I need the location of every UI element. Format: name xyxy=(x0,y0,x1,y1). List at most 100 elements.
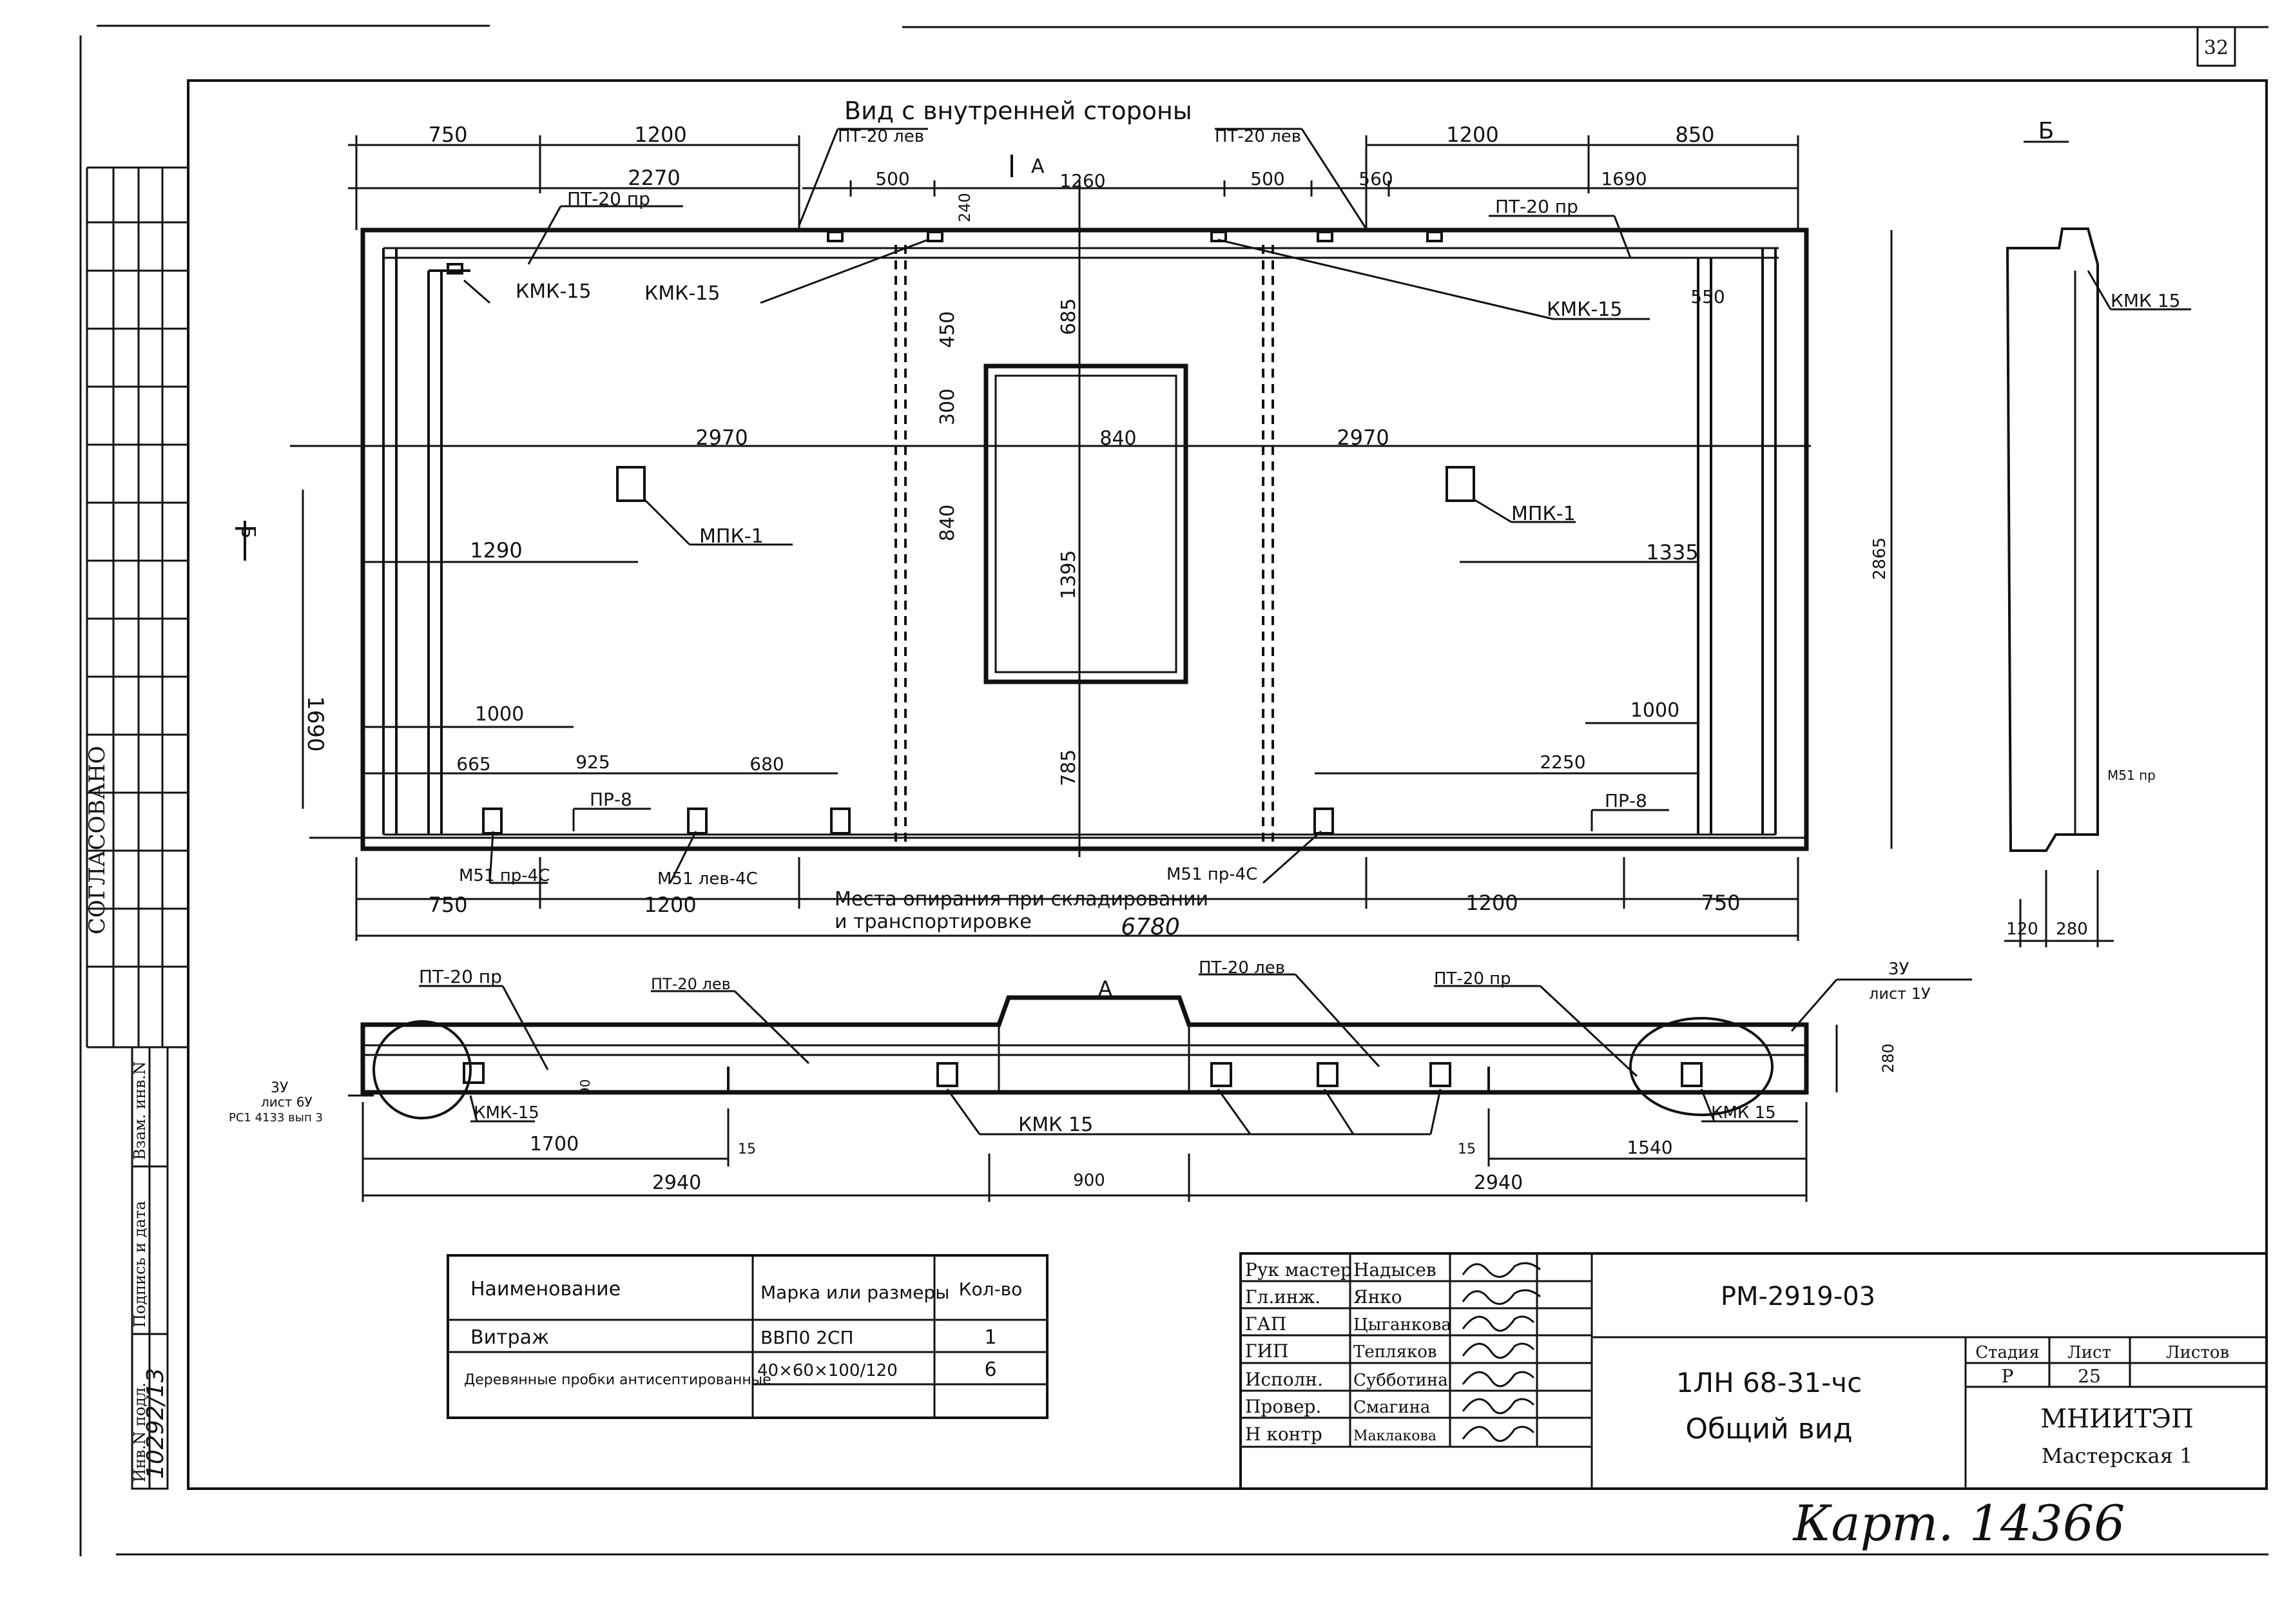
dim-240: 240 xyxy=(956,193,974,222)
dim-450: 450 xyxy=(936,311,959,348)
tb-panel: 1ЛН 68-31-чс xyxy=(1676,1367,1862,1398)
callout-pt20-lev-right: ПТ-20 лев xyxy=(1215,127,1301,146)
plan-detail-left-2: лист 6У xyxy=(261,1094,313,1110)
dim-785: 785 xyxy=(1058,749,1080,786)
top-dimension-lines xyxy=(348,135,1799,230)
plan-detail-left-3: РС1 4133 вып 3 xyxy=(229,1111,323,1125)
tb-sheet-title: Общий вид xyxy=(1685,1413,1852,1445)
plan-callout-kmk15-right: КМК 15 xyxy=(1711,1103,1776,1123)
bottom-dimension-lines xyxy=(355,857,1799,941)
spec-row-1-mark: ВВП0 2СП xyxy=(760,1327,854,1348)
plan-view xyxy=(348,973,1972,1202)
left-stamp xyxy=(86,166,188,1490)
dim-1260: 1260 xyxy=(1059,170,1105,191)
spec-row-2-mark: 40×60×100/120 xyxy=(757,1361,898,1380)
dim-2970-left: 2970 xyxy=(695,425,748,450)
dim-1290: 1290 xyxy=(470,538,522,563)
dim-685: 685 xyxy=(1058,298,1080,335)
dim-500-right: 500 xyxy=(1250,168,1284,189)
side-view-title: Б xyxy=(2038,118,2055,144)
spec-row-1-qty: 1 xyxy=(984,1326,996,1349)
title-block xyxy=(1239,1252,2268,1490)
tb-org: МНИИТЭП xyxy=(2040,1404,2194,1434)
spec-row-1-name: Витраж xyxy=(470,1326,549,1349)
plan-dim-900: 900 xyxy=(1073,1171,1105,1190)
callout-pt20-lev-left: ПТ-20 лев xyxy=(838,127,924,146)
stamp-label-sign: Подпись и дата xyxy=(131,1201,149,1328)
tb-sheet-no: 25 xyxy=(2078,1366,2101,1387)
plan-dim-1700: 1700 xyxy=(530,1133,579,1155)
plan-callout-kmk15-left: КМК-15 xyxy=(474,1103,539,1123)
dim-750-bottom-right: 750 xyxy=(1701,891,1740,915)
stamp-label-replace: Взам. инв.N xyxy=(131,1061,149,1160)
spec-header-qty: Кол-во xyxy=(959,1279,1023,1300)
dim-1335: 1335 xyxy=(1646,540,1698,565)
dim-2970-right: 2970 xyxy=(1337,425,1389,450)
dim-1000-left: 1000 xyxy=(475,703,524,726)
callout-pt20-pr-left: ПТ-20 пр xyxy=(567,188,650,209)
dim-300: 300 xyxy=(936,389,959,425)
callout-m51-pr-right: М51 пр-4С xyxy=(1166,865,1257,884)
tb-role-2: Гл.инж. xyxy=(1245,1286,1320,1308)
dim-2270: 2270 xyxy=(628,166,680,190)
tb-stage-header: Стадия xyxy=(1975,1343,2040,1362)
dim-665: 665 xyxy=(456,753,490,775)
support-note-1: Места опирания при складировании xyxy=(835,888,1208,911)
callout-pr8-left: ПР-8 xyxy=(590,789,632,810)
callout-kmk15-c: КМК-15 xyxy=(1547,298,1622,321)
tb-role-3: ГАП xyxy=(1245,1313,1286,1335)
dim-2865: 2865 xyxy=(1870,537,1890,580)
dim-2250: 2250 xyxy=(1540,751,1585,773)
tb-sheet-header: Лист xyxy=(2067,1343,2111,1362)
main-elevation xyxy=(290,180,1811,857)
tb-name-2: Янко xyxy=(1353,1286,1402,1308)
tb-role-1: Рук мастер xyxy=(1245,1259,1352,1281)
dim-1200-top-right: 1200 xyxy=(1446,122,1498,147)
dim-840-horizontal: 840 xyxy=(1099,427,1136,450)
plan-dim-90: 90 xyxy=(577,1079,593,1096)
signatures xyxy=(1462,1262,1541,1442)
inv-number: 10292/13 xyxy=(142,1368,169,1479)
archive-number: Карт. 14366 xyxy=(1792,1494,2125,1552)
dim-840-vertical: 840 xyxy=(936,505,959,541)
callout-kmk15-a: КМК-15 xyxy=(516,280,591,303)
side-view xyxy=(2004,140,2191,947)
main-view-title: Вид с внутренней стороны xyxy=(844,97,1192,125)
spec-row-2-name: Деревянные пробки антисептированные xyxy=(464,1372,771,1388)
tb-role-4: ГИП xyxy=(1245,1340,1288,1362)
dim-1200-bottom-left: 1200 xyxy=(644,893,696,917)
dim-750-top: 750 xyxy=(428,122,467,147)
spec-header-mark: Марка или размеры xyxy=(760,1282,949,1303)
callout-pr8-right: ПР-8 xyxy=(1605,790,1647,811)
dim-560: 560 xyxy=(1359,168,1393,189)
cut-mark-b-left: Б xyxy=(237,525,259,539)
dim-1200-top-left: 1200 xyxy=(634,122,686,147)
dim-680: 680 xyxy=(749,753,784,775)
tb-name-4: Тепляков xyxy=(1353,1342,1437,1362)
side-callout-kmk15: КМК 15 xyxy=(2111,290,2180,311)
dim-1690-top: 1690 xyxy=(1601,168,1647,189)
callout-mpk1-left: МПК-1 xyxy=(699,525,764,548)
tb-name-6: Смагина xyxy=(1353,1398,1430,1417)
dim-850-top: 850 xyxy=(1675,122,1714,147)
tb-name-3: Цыганкова xyxy=(1353,1315,1451,1335)
plan-callout-pt20-pr-right: ПТ-20 пр xyxy=(1434,969,1511,989)
cut-mark-a-top: А xyxy=(1031,155,1045,178)
plan-dim-2940-right: 2940 xyxy=(1474,1172,1523,1194)
plan-detail-right-1: 3У xyxy=(1888,960,1910,979)
spec-table xyxy=(447,1254,1049,1419)
tb-stage: Р xyxy=(2002,1366,2014,1387)
side-dim-120: 120 xyxy=(2006,920,2038,939)
plan-dim-2940-left: 2940 xyxy=(652,1172,701,1194)
plan-detail-left-1: 3У xyxy=(271,1080,289,1096)
callout-m51-lev: М51 лев-4С xyxy=(657,869,758,889)
plan-callout-pt20-lev-left: ПТ-20 лев xyxy=(651,975,731,993)
dim-550: 550 xyxy=(1690,286,1725,307)
tb-workshop: Мастерская 1 xyxy=(2042,1444,2193,1468)
plan-callout-pt20-pr-left: ПТ-20 пр xyxy=(419,966,502,987)
sheet-number: 32 xyxy=(2204,37,2229,59)
dim-6780: 6780 xyxy=(1121,914,1180,940)
tb-name-1: Надысев xyxy=(1353,1259,1436,1281)
plan-callout-pt20-lev-right: ПТ-20 лев xyxy=(1199,958,1285,978)
